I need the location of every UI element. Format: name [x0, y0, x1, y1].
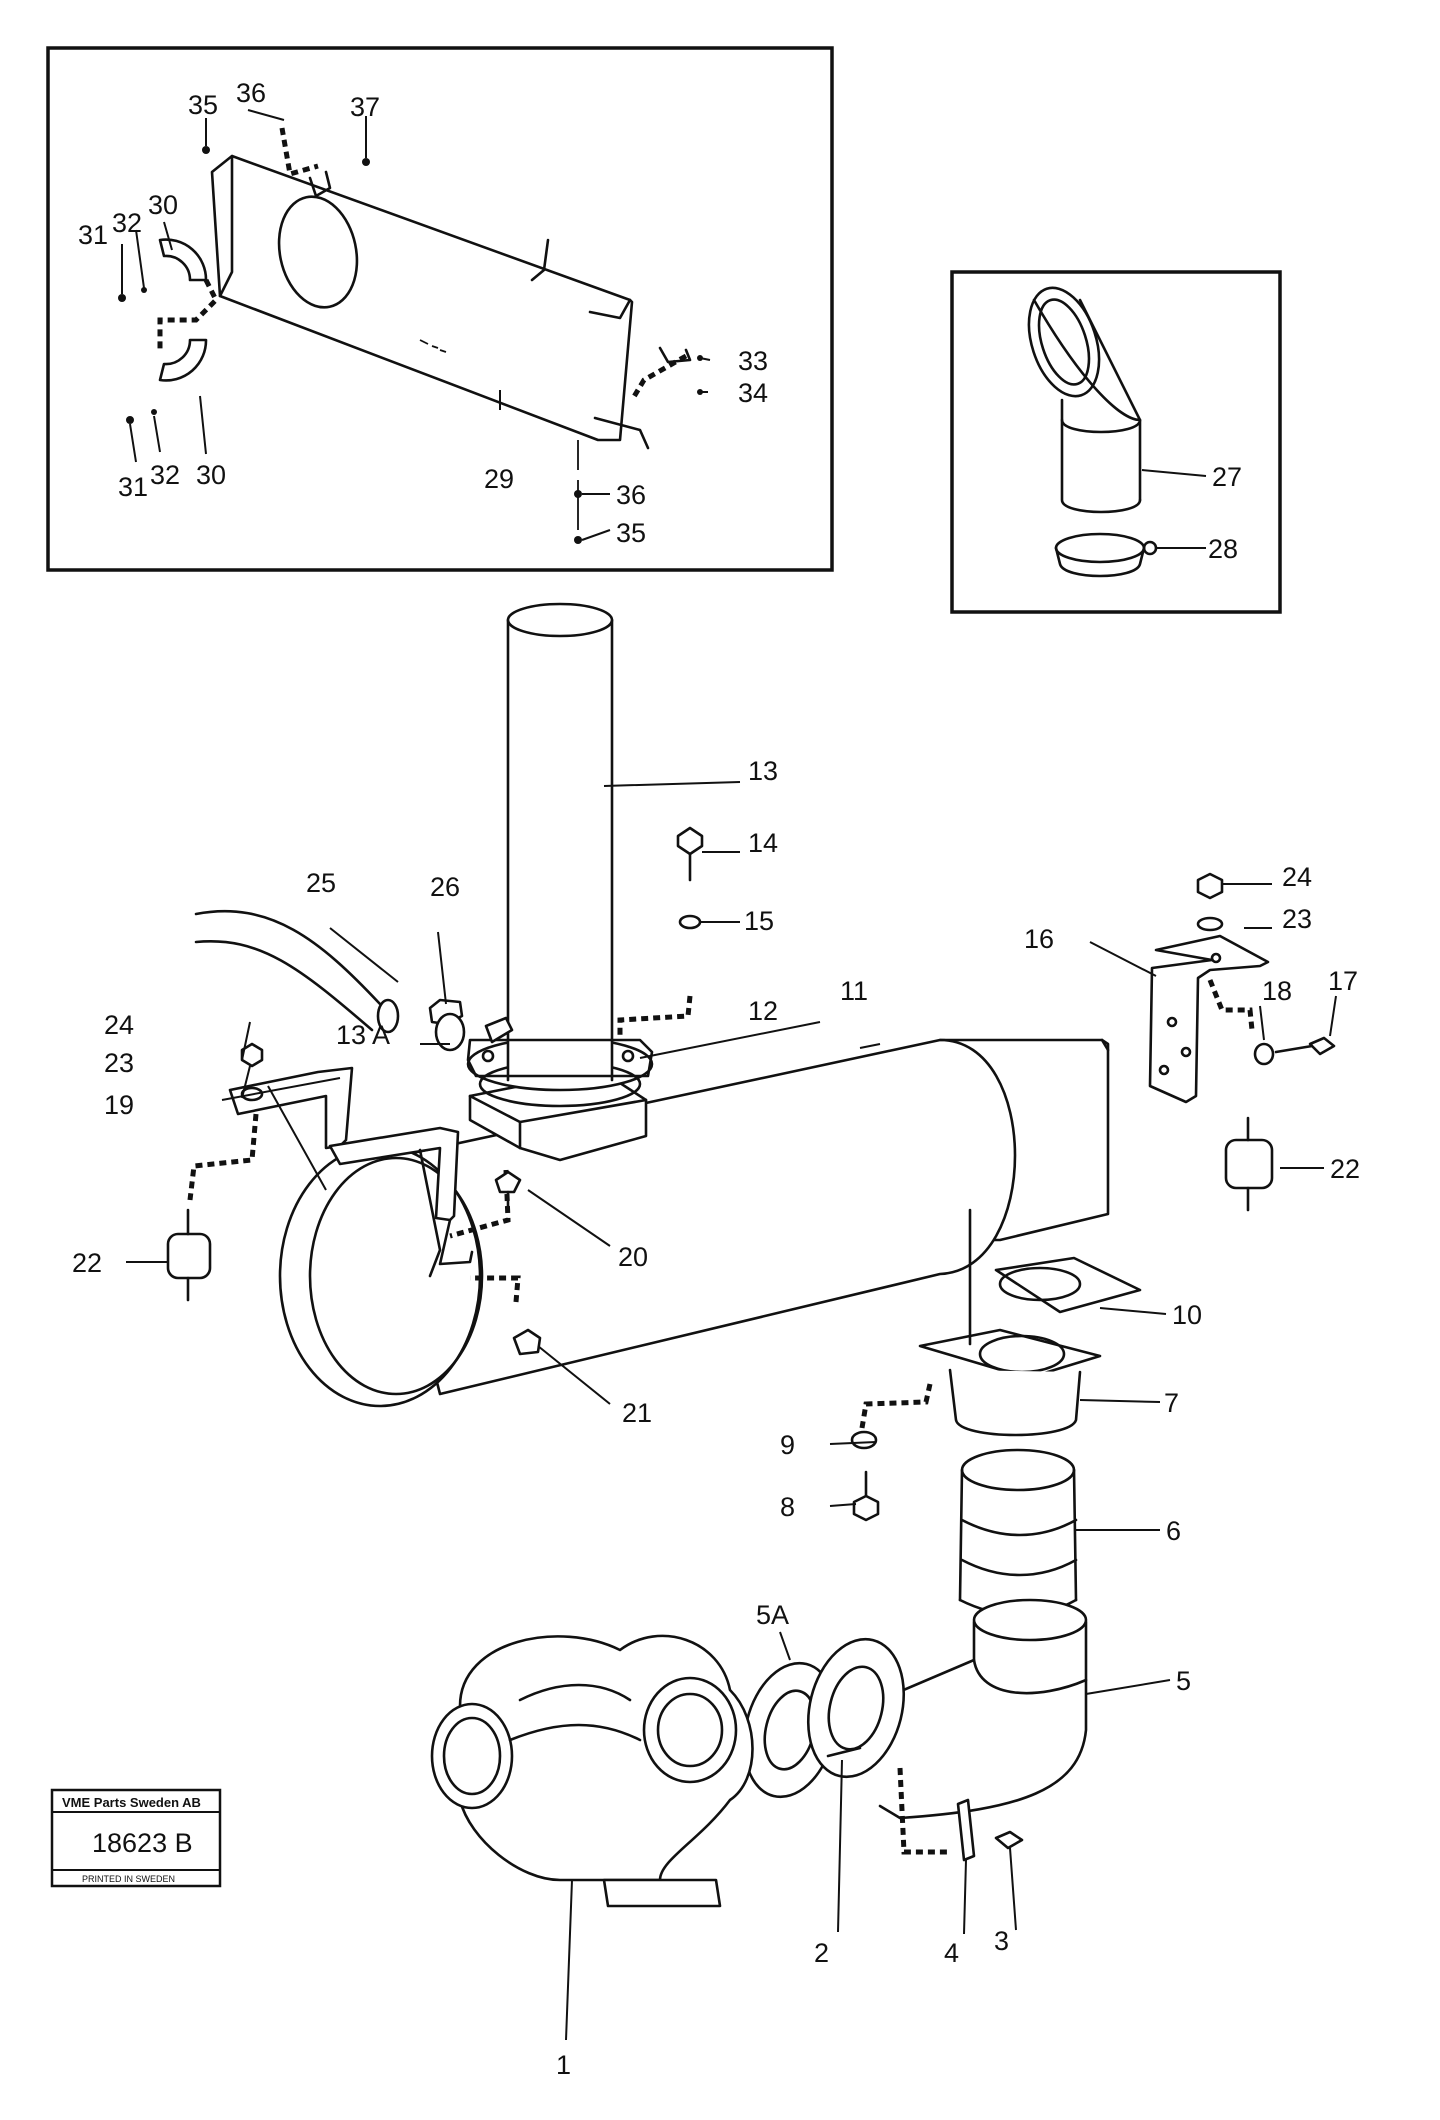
label-24-right: 24	[1282, 862, 1312, 892]
label-28: 28	[1208, 534, 1238, 564]
label-36-lower: 36	[616, 480, 646, 510]
stamp-printed: PRINTED IN SWEDEN	[82, 1874, 175, 1884]
label-7: 7	[1164, 1388, 1179, 1418]
label-16: 16	[1024, 924, 1054, 954]
label-37: 37	[350, 92, 380, 122]
turbocharger	[430, 1634, 754, 1908]
label-23-left: 23	[104, 1048, 134, 1078]
stamp-number: 18623 B	[92, 1828, 193, 1858]
label-8: 8	[780, 1492, 795, 1522]
label-22-left: 22	[72, 1248, 102, 1278]
label-6: 6	[1166, 1516, 1181, 1546]
label-24-left: 24	[104, 1010, 134, 1040]
parts-stamp: VME Parts Sweden AB 18623 B PRINTED IN S…	[50, 1788, 222, 1888]
label-1: 1	[556, 2050, 571, 2080]
label-30-lower: 30	[196, 460, 226, 490]
mount-brackets	[166, 872, 1336, 1302]
label-20: 20	[618, 1242, 648, 1272]
label-15: 15	[744, 906, 774, 936]
label-10: 10	[1172, 1300, 1202, 1330]
flanges	[918, 1208, 1142, 1437]
label-21: 21	[622, 1398, 652, 1428]
label-5a: 5A	[756, 1600, 789, 1630]
label-31-upper: 31	[78, 220, 108, 250]
callouts: 13 14 15 25 26 13 A 12 11 16 24 23 18 17…	[72, 756, 1360, 2080]
label-19: 19	[104, 1090, 134, 1120]
leader-lines	[126, 781, 1337, 2041]
label-26: 26	[430, 872, 460, 902]
fasteners	[494, 826, 880, 1522]
label-29: 29	[484, 464, 514, 494]
label-5: 5	[1176, 1666, 1191, 1696]
label-3: 3	[994, 1926, 1009, 1956]
gaskets	[742, 1637, 1024, 1862]
label-23-right: 23	[1282, 904, 1312, 934]
stamp-company: VME Parts Sweden AB	[62, 1795, 201, 1810]
label-33: 33	[738, 346, 768, 376]
rain-cap-inset: 27 28	[950, 270, 1282, 614]
label-35-lower: 35	[616, 518, 646, 548]
label-4: 4	[944, 1938, 959, 1968]
label-35-upper: 35	[188, 90, 218, 120]
label-14: 14	[748, 828, 778, 858]
label-32-lower: 32	[150, 460, 180, 490]
label-30-upper: 30	[148, 190, 178, 220]
label-9: 9	[780, 1430, 795, 1460]
label-18: 18	[1262, 976, 1292, 1006]
label-2: 2	[814, 1938, 829, 1968]
label-25: 25	[306, 868, 336, 898]
elbow	[878, 1598, 1088, 1820]
label-13a: 13 A	[336, 1020, 390, 1050]
label-36-upper: 36	[236, 78, 266, 108]
drain-hose	[194, 909, 514, 1052]
label-17: 17	[1328, 966, 1358, 996]
label-32-upper: 32	[112, 208, 142, 238]
muffler	[228, 1038, 1110, 1408]
label-22-right: 22	[1330, 1154, 1360, 1184]
label-27: 27	[1212, 462, 1242, 492]
exhaust-pipe	[466, 602, 654, 1108]
label-11: 11	[840, 976, 868, 1006]
label-13: 13	[748, 756, 778, 786]
heat-shield-inset: 35 36 37 31 32 30 31 32 30 29 33 34 36 3…	[46, 46, 834, 572]
label-31-lower: 31	[118, 472, 148, 502]
bellows	[958, 1448, 1078, 1617]
label-34: 34	[738, 378, 768, 408]
label-12: 12	[748, 996, 778, 1026]
